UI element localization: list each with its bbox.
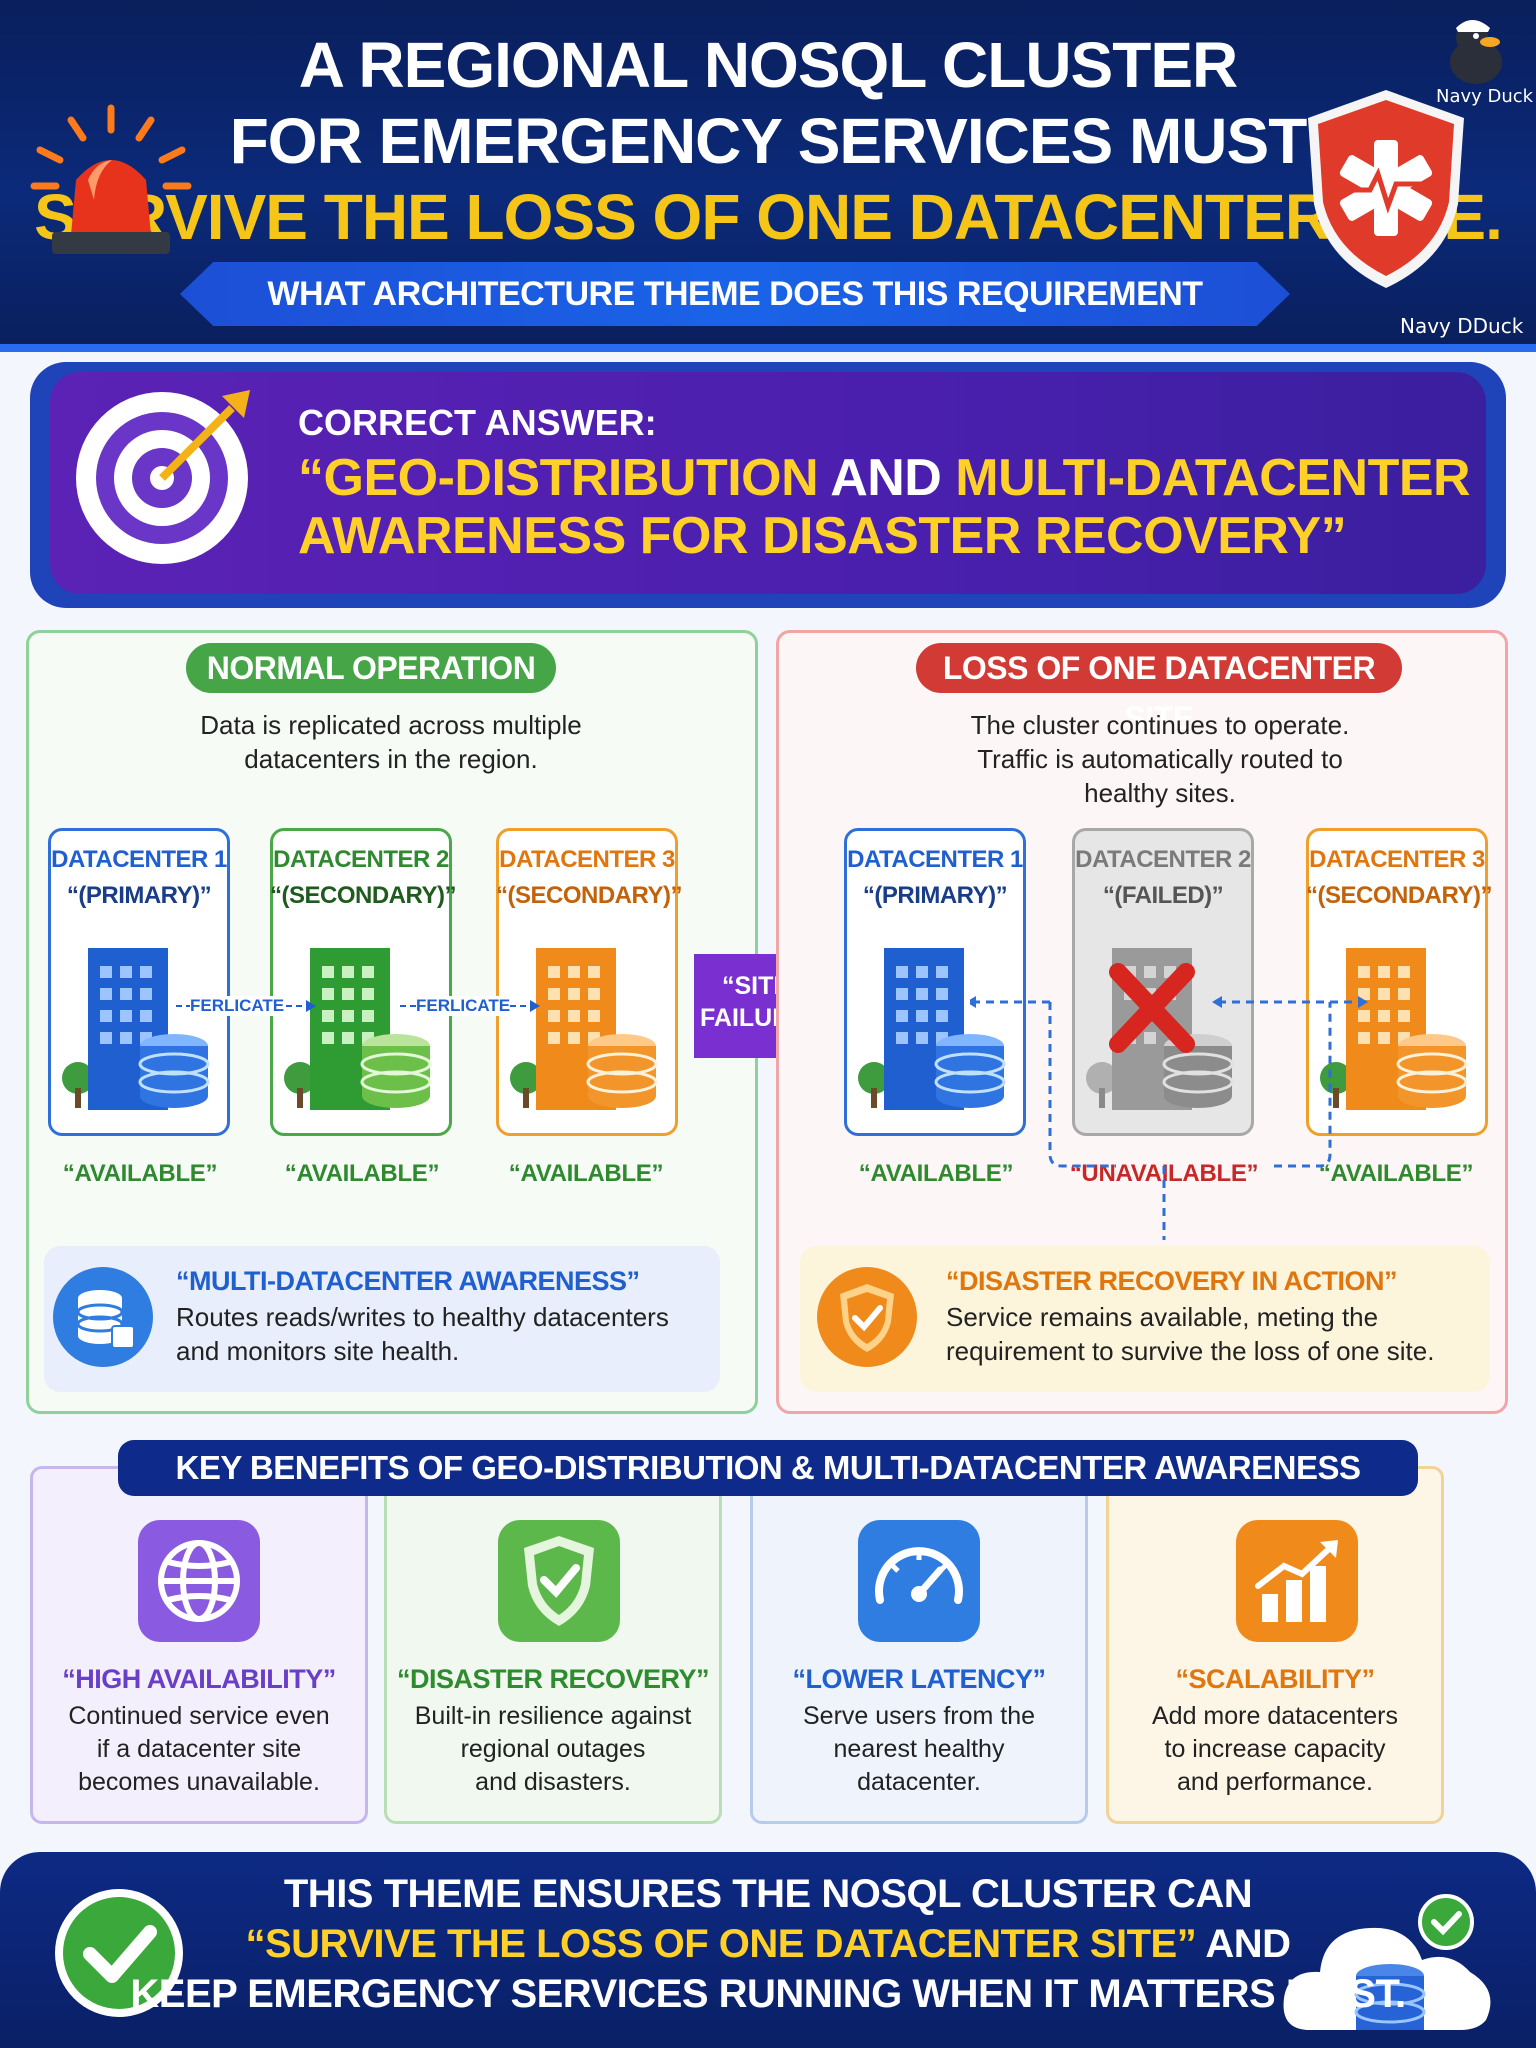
loss-dc2-name: DATACENTER 2 xyxy=(1075,846,1251,873)
benefit-body-lower-latency: Serve users from the nearest healthy dat… xyxy=(750,1700,1088,1799)
speedometer-icon xyxy=(858,1520,980,1642)
benefit-dr-line-3: and disasters. xyxy=(475,1768,631,1796)
benefit-body-scalability: Add more datacenters to increase capacit… xyxy=(1106,1700,1444,1799)
footer-line-3: KEEP EMERGENCY SERVICES RUNNING WHEN IT … xyxy=(130,1972,1406,2016)
loss-description-line-1: The cluster continues to operate. xyxy=(970,710,1350,740)
awareness-body-line-2: and monitors site health. xyxy=(176,1336,460,1366)
loss-dc1-role: “(PRIMARY)” xyxy=(862,882,1008,909)
footer-line-2: “SURVIVE THE LOSS OF ONE DATACENTER SITE… xyxy=(0,1922,1536,1967)
benefit-sc-line-2: to increase capacity xyxy=(1164,1735,1386,1763)
dr-action-body-line-1: Service remains available, meting the xyxy=(946,1302,1379,1332)
title-line-1: A REGIONAL NOSQL CLUSTER xyxy=(298,29,1238,101)
benefit-ha-line-1: Continued service even xyxy=(68,1702,330,1730)
shield-check-benefit-icon xyxy=(498,1520,620,1642)
normal-dc1-name: DATACENTER 1 xyxy=(51,846,227,873)
normal-dc2-status: “AVAILABLE” xyxy=(284,1160,440,1187)
benefit-title-disaster-recovery: “DISASTER RECOVERY” xyxy=(396,1664,710,1694)
watermark-top: Navy Duck xyxy=(1436,86,1534,107)
loss-description-line-2: Traffic is automatically routed to xyxy=(977,744,1343,774)
loss-dc1-name: DATACENTER 1 xyxy=(847,846,1023,873)
normal-description-line-1: Data is replicated across multiple xyxy=(200,710,582,740)
normal-dc3-role: “(SECONDARY)” xyxy=(496,882,682,909)
answer-text-line-2: AWARENESS FOR DISASTER RECOVERY” xyxy=(298,507,1347,565)
replicate-label-1: FERLICATE xyxy=(190,996,285,1016)
loss-dc3-name: DATACENTER 3 xyxy=(1309,846,1485,873)
benefit-title-lower-latency: “LOWER LATENCY” xyxy=(792,1664,1046,1694)
answer-multi: MULTI-DATACENTER xyxy=(955,449,1471,507)
loss-description-line-3: healthy sites. xyxy=(1084,778,1236,808)
normal-dc3-status: “AVAILABLE” xyxy=(508,1160,664,1187)
benefit-sc-line-1: Add more datacenters xyxy=(1152,1702,1398,1730)
globe-icon xyxy=(138,1520,260,1642)
normal-dc3-name: DATACENTER 3 xyxy=(499,846,675,873)
siren-icon xyxy=(30,104,192,254)
loss-dc3-role: “(SECONDARY)” xyxy=(1306,882,1492,909)
footer-and: AND xyxy=(1196,1922,1291,1966)
question-banner: WHAT ARCHITECTURE THEME DOES THIS REQUIR… xyxy=(180,262,1290,326)
footer-line-1: THIS THEME ENSURES THE NOSQL CLUSTER CAN xyxy=(283,1872,1253,1916)
awareness-title: “MULTI-DATACENTER AWARENESS” xyxy=(176,1266,640,1296)
answer-card xyxy=(50,372,1486,594)
benefit-title-high-availability: “HIGH AVAILABILITY” xyxy=(62,1664,336,1694)
header-divider xyxy=(0,344,1536,352)
normal-dc2-name: DATACENTER 2 xyxy=(273,846,449,873)
loss-dc3-status: “AVAILABLE” xyxy=(1318,1160,1474,1187)
dr-action-body: Service remains available, meting the re… xyxy=(946,1300,1434,1368)
benefit-title-scalability: “SCALABILITY” xyxy=(1175,1664,1376,1694)
cloud-database-icon xyxy=(1283,1894,1491,2030)
traffic-reroute-arrows xyxy=(970,996,1368,1240)
loss-dc1-building-icon xyxy=(858,948,1006,1110)
dr-action-title: “DISASTER RECOVERY IN ACTION” xyxy=(946,1266,1398,1296)
title-line-3: SURVIVE THE LOSS OF ONE DATACENTER SITE. xyxy=(34,181,1503,253)
awareness-body-line-1: Routes reads/writes to healthy datacente… xyxy=(176,1302,669,1332)
normal-dc1-building-icon xyxy=(62,948,210,1110)
benefit-lat-line-1: Serve users from the xyxy=(802,1702,1036,1730)
benefit-lat-line-2: nearest healthy xyxy=(833,1735,1005,1763)
normal-operation-heading: NORMAL OPERATION xyxy=(186,643,556,693)
replicate-label-2: FERLICATE xyxy=(416,996,511,1016)
normal-description: Data is replicated across multiple datac… xyxy=(96,708,686,776)
benefit-dr-line-1: Built-in resilience against xyxy=(414,1702,692,1730)
normal-dc1-status: “AVAILABLE” xyxy=(62,1160,218,1187)
normal-dc1-role: “(PRIMARY)” xyxy=(66,882,212,909)
loss-dc2-role: “(FAILED)” xyxy=(1102,882,1224,909)
watermark-bottom: Navy DDuck xyxy=(1400,314,1524,338)
answer-text-line-1: “GEO-DISTRIBUTION AND MULTI-DATACENTER xyxy=(298,448,1471,508)
normal-dc3-building-icon xyxy=(510,948,658,1110)
normal-dc2-building-icon xyxy=(284,948,432,1110)
database-server-icon xyxy=(53,1267,153,1367)
benefit-body-high-availability: Continued service even if a datacenter s… xyxy=(30,1700,368,1799)
shield-check-icon xyxy=(817,1267,917,1367)
title-line-2: FOR EMERGENCY SERVICES MUST xyxy=(229,105,1308,177)
duck-mascot-icon xyxy=(1450,20,1502,84)
loss-description: The cluster continues to operate. Traffi… xyxy=(900,708,1420,810)
normal-description-line-2: datacenters in the region. xyxy=(244,744,538,774)
benefit-ha-line-3: becomes unavailable. xyxy=(78,1768,320,1796)
footer-banner xyxy=(0,1852,1536,2048)
benefit-body-disaster-recovery: Built-in resilience against regional out… xyxy=(384,1700,722,1799)
loss-of-site-heading: LOSS OF ONE DATACENTER SITE xyxy=(916,643,1402,736)
loss-dc2-building-failed-icon xyxy=(1086,948,1234,1110)
answer-label: CORRECT ANSWER: xyxy=(298,402,657,443)
normal-dc2-role: “(SECONDARY)” xyxy=(270,882,456,909)
footer-quote: “SURVIVE THE LOSS OF ONE DATACENTER SITE… xyxy=(245,1922,1197,1966)
medical-shield-icon xyxy=(1308,90,1464,288)
benefit-sc-line-3: and performance. xyxy=(1177,1768,1373,1796)
benefits-heading: KEY BENEFITS OF GEO-DISTRIBUTION & MULTI… xyxy=(118,1440,1418,1496)
target-icon xyxy=(76,390,250,564)
loss-dc3-building-icon xyxy=(1320,948,1468,1110)
answer-geo: “GEO-DISTRIBUTION xyxy=(298,449,819,507)
awareness-body: Routes reads/writes to healthy datacente… xyxy=(176,1300,669,1368)
answer-and: AND xyxy=(818,449,956,507)
dr-action-body-line-2: requirement to survive the loss of one s… xyxy=(946,1336,1435,1366)
benefit-lat-line-3: datacenter. xyxy=(857,1768,981,1796)
loss-dc1-status: “AVAILABLE” xyxy=(858,1160,1014,1187)
benefit-ha-line-2: if a datacenter site xyxy=(96,1735,302,1763)
bar-chart-growth-icon xyxy=(1236,1520,1358,1642)
benefit-dr-line-2: regional outages xyxy=(460,1735,646,1763)
multi-datacenter-awareness-box xyxy=(44,1246,720,1392)
check-circle-icon xyxy=(55,1889,183,2017)
